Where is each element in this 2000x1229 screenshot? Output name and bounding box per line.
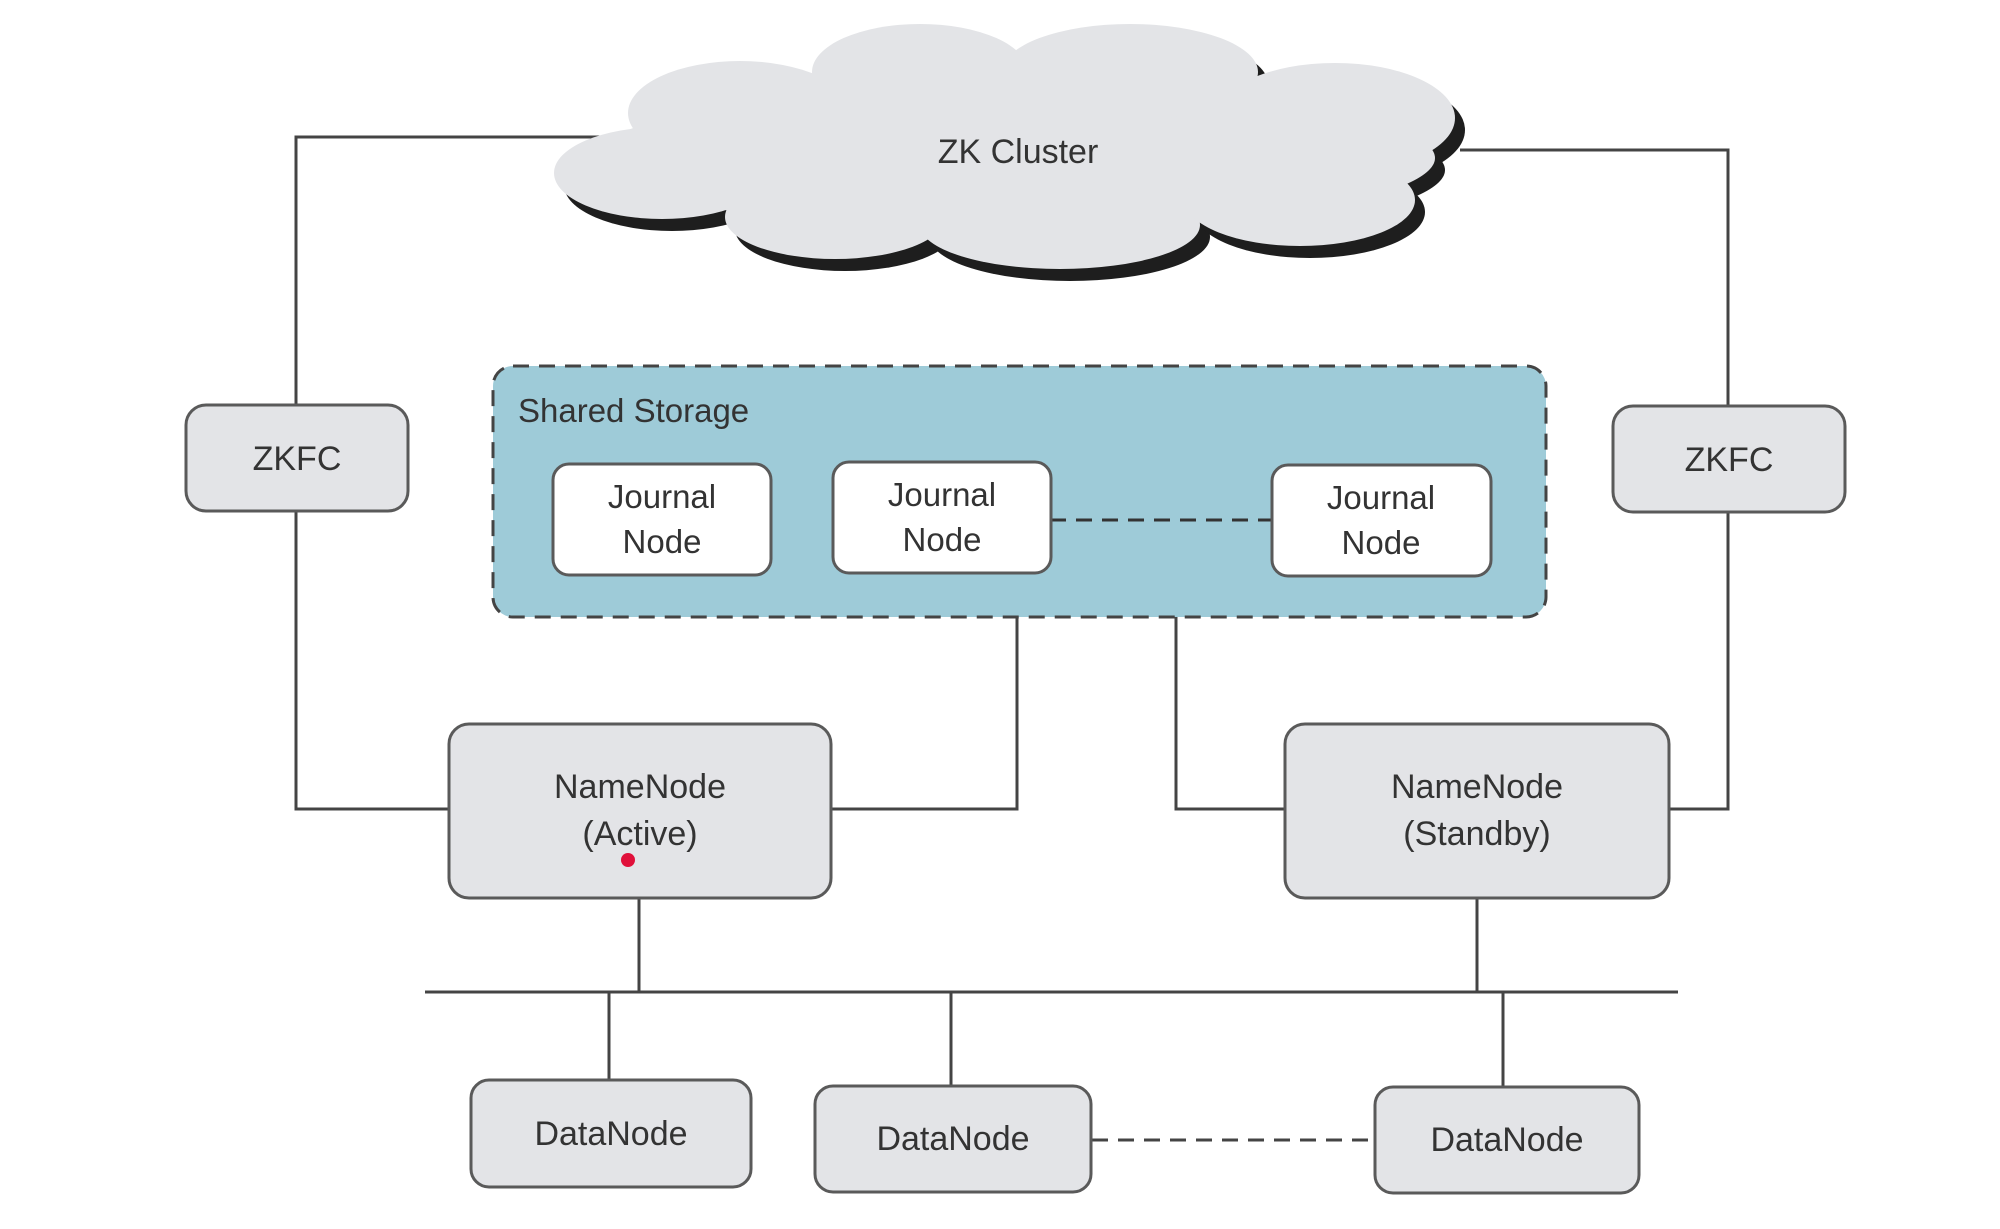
- datanode-2-label: DataNode: [876, 1120, 1029, 1158]
- datanode-1: DataNode: [469, 1078, 753, 1189]
- connector-cloud-zkfc-right: [1460, 148, 1730, 406]
- zkfc-right-box: [1611, 404, 1847, 514]
- namenode-standby-line1: NameNode: [1391, 768, 1563, 806]
- namenode-standby: NameNode (Standby): [1283, 722, 1671, 900]
- cloud-body: [554, 24, 1455, 269]
- datanode-1-box: [469, 1078, 753, 1189]
- journal-node-1: Journal Node: [551, 462, 773, 577]
- datanode-2: DataNode: [813, 1084, 1093, 1194]
- shared-storage-title: Shared Storage: [518, 392, 749, 429]
- zkfc-left-label: ZKFC: [253, 440, 342, 478]
- datanode-3-label: DataNode: [1430, 1121, 1583, 1159]
- namenode-active-line1: NameNode: [554, 768, 726, 806]
- zkfc-right: ZKFC: [1611, 404, 1847, 514]
- connector-active-storage: [831, 617, 1019, 811]
- namenode-standby-line2: (Standby): [1403, 815, 1550, 853]
- namenode-active-line2: (Active): [582, 815, 697, 853]
- connector-standby-storage: [1174, 617, 1285, 811]
- journal-node-2-box: [831, 460, 1053, 575]
- connector-cloud-zkfc-left: [294, 135, 625, 405]
- zk-cluster-cloud: ZK Cluster: [554, 24, 1465, 281]
- zkfc-right-label: ZKFC: [1685, 441, 1774, 479]
- journal-node-1-box: [551, 462, 773, 577]
- datanode-3: DataNode: [1373, 1085, 1641, 1195]
- zkfc-left-box: [184, 403, 410, 513]
- datanode-3-box: [1373, 1085, 1641, 1195]
- journal-node-1-line1: Journal: [608, 478, 716, 515]
- journal-node-2-line2: Node: [903, 521, 982, 558]
- journal-node-1-line2: Node: [623, 523, 702, 560]
- datanode-2-box: [813, 1084, 1093, 1194]
- namenode-standby-box: [1283, 722, 1671, 900]
- namenode-active: NameNode (Active): [447, 722, 833, 900]
- zkfc-left: ZKFC: [184, 403, 410, 513]
- connector-zkfc-left-namenode-active: [294, 511, 449, 811]
- journal-node-2-line1: Journal: [888, 476, 996, 513]
- journal-node-3-line1: Journal: [1327, 479, 1435, 516]
- datanode-1-label: DataNode: [534, 1115, 687, 1153]
- connector-lines: [294, 135, 1730, 1086]
- journal-node-3-line2: Node: [1342, 524, 1421, 561]
- journal-node-3-box: [1270, 463, 1493, 578]
- cursor-marker: [621, 853, 635, 867]
- journal-node-3: Journal Node: [1270, 463, 1493, 578]
- namenode-active-box: [447, 722, 833, 900]
- journal-node-2: Journal Node: [831, 460, 1053, 575]
- cloud-label: ZK Cluster: [938, 133, 1099, 171]
- shared-storage: Shared Storage Journal Node Journal Node…: [491, 364, 1548, 619]
- connector-zkfc-right-namenode-standby: [1669, 512, 1730, 811]
